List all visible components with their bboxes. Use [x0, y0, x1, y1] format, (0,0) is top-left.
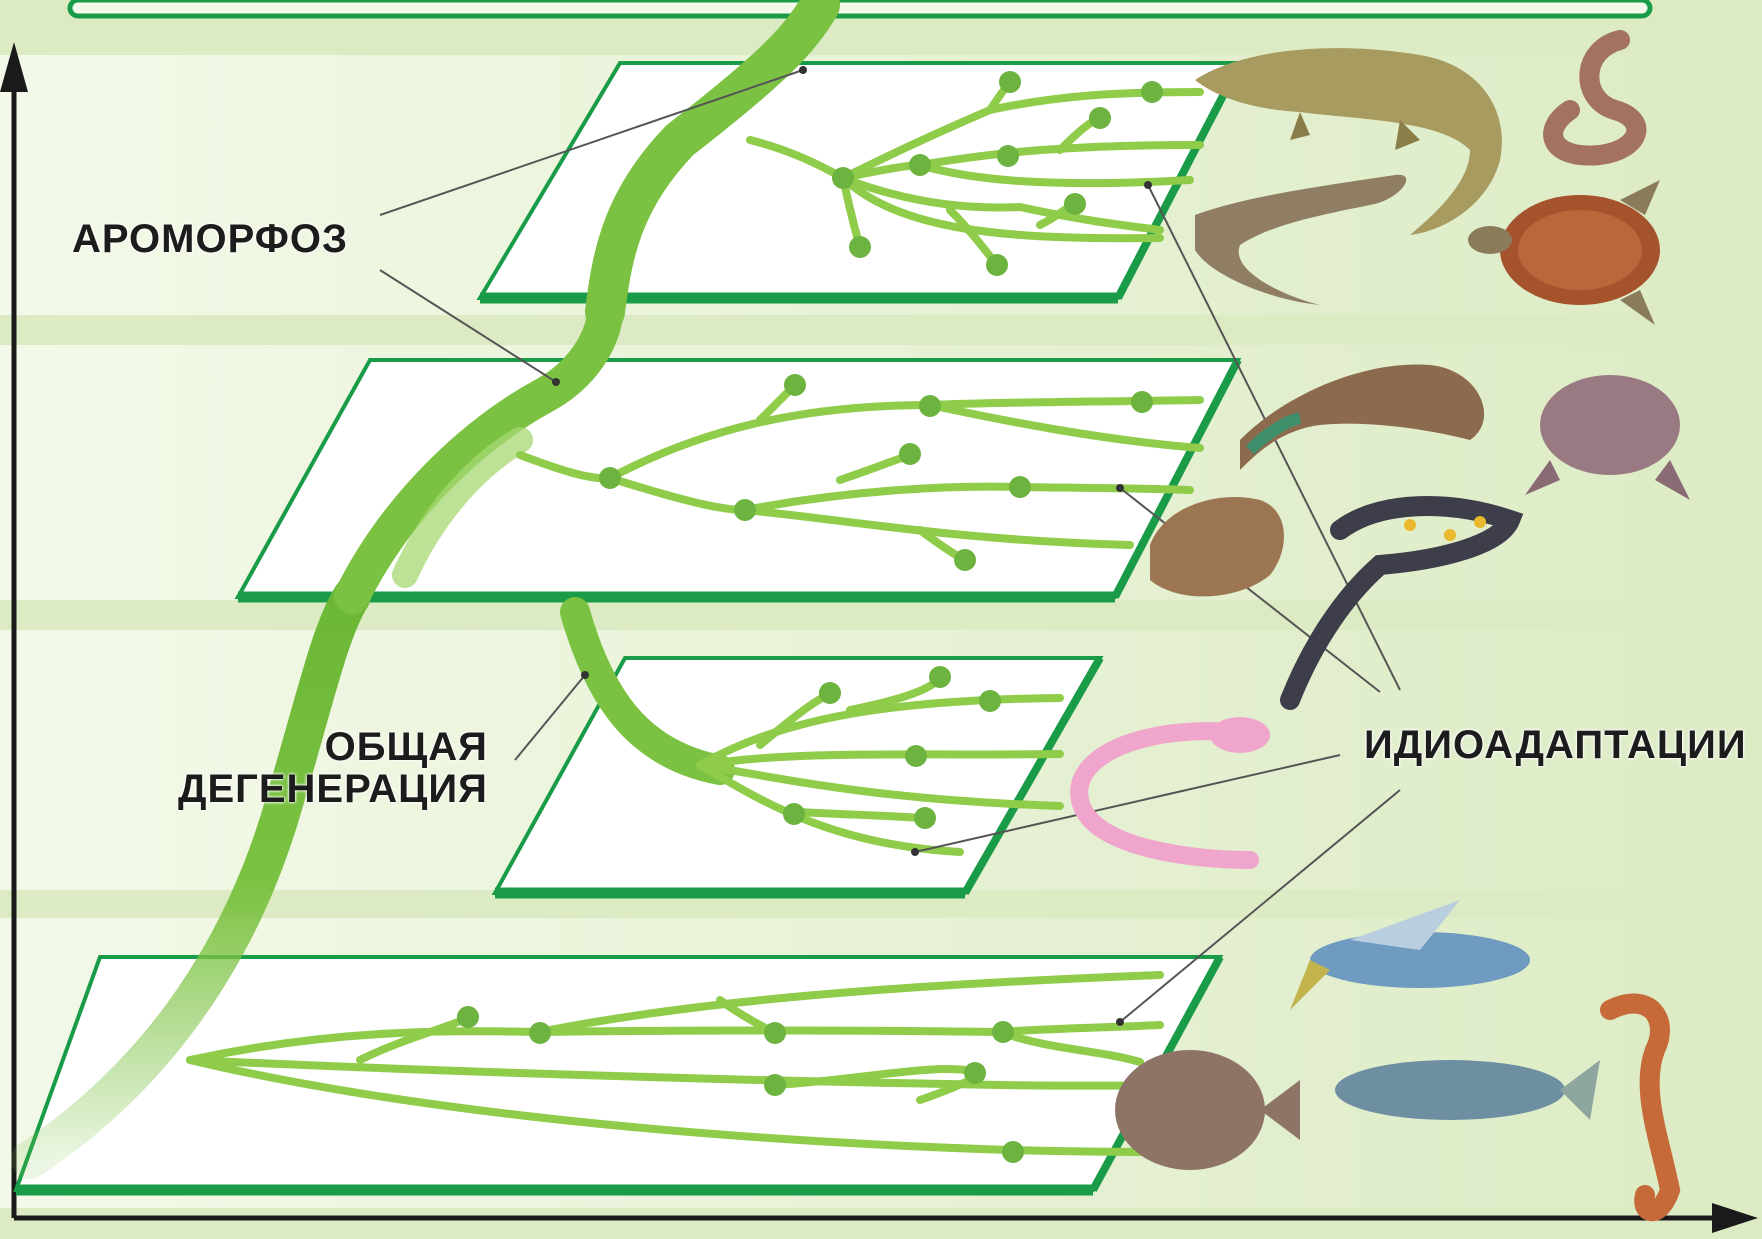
general-degeneration-line1: ОБЩАЯ: [178, 726, 488, 768]
idioadaptations-label: ИДИОАДАПТАЦИИ: [1364, 724, 1747, 766]
general-degeneration-label: ОБЩАЯ ДЕГЕНЕРАЦИЯ: [178, 726, 488, 810]
general-degeneration-line2: ДЕГЕНЕРАЦИЯ: [178, 768, 488, 810]
aromorphosis-label: АРОМОРФОЗ: [72, 218, 348, 260]
